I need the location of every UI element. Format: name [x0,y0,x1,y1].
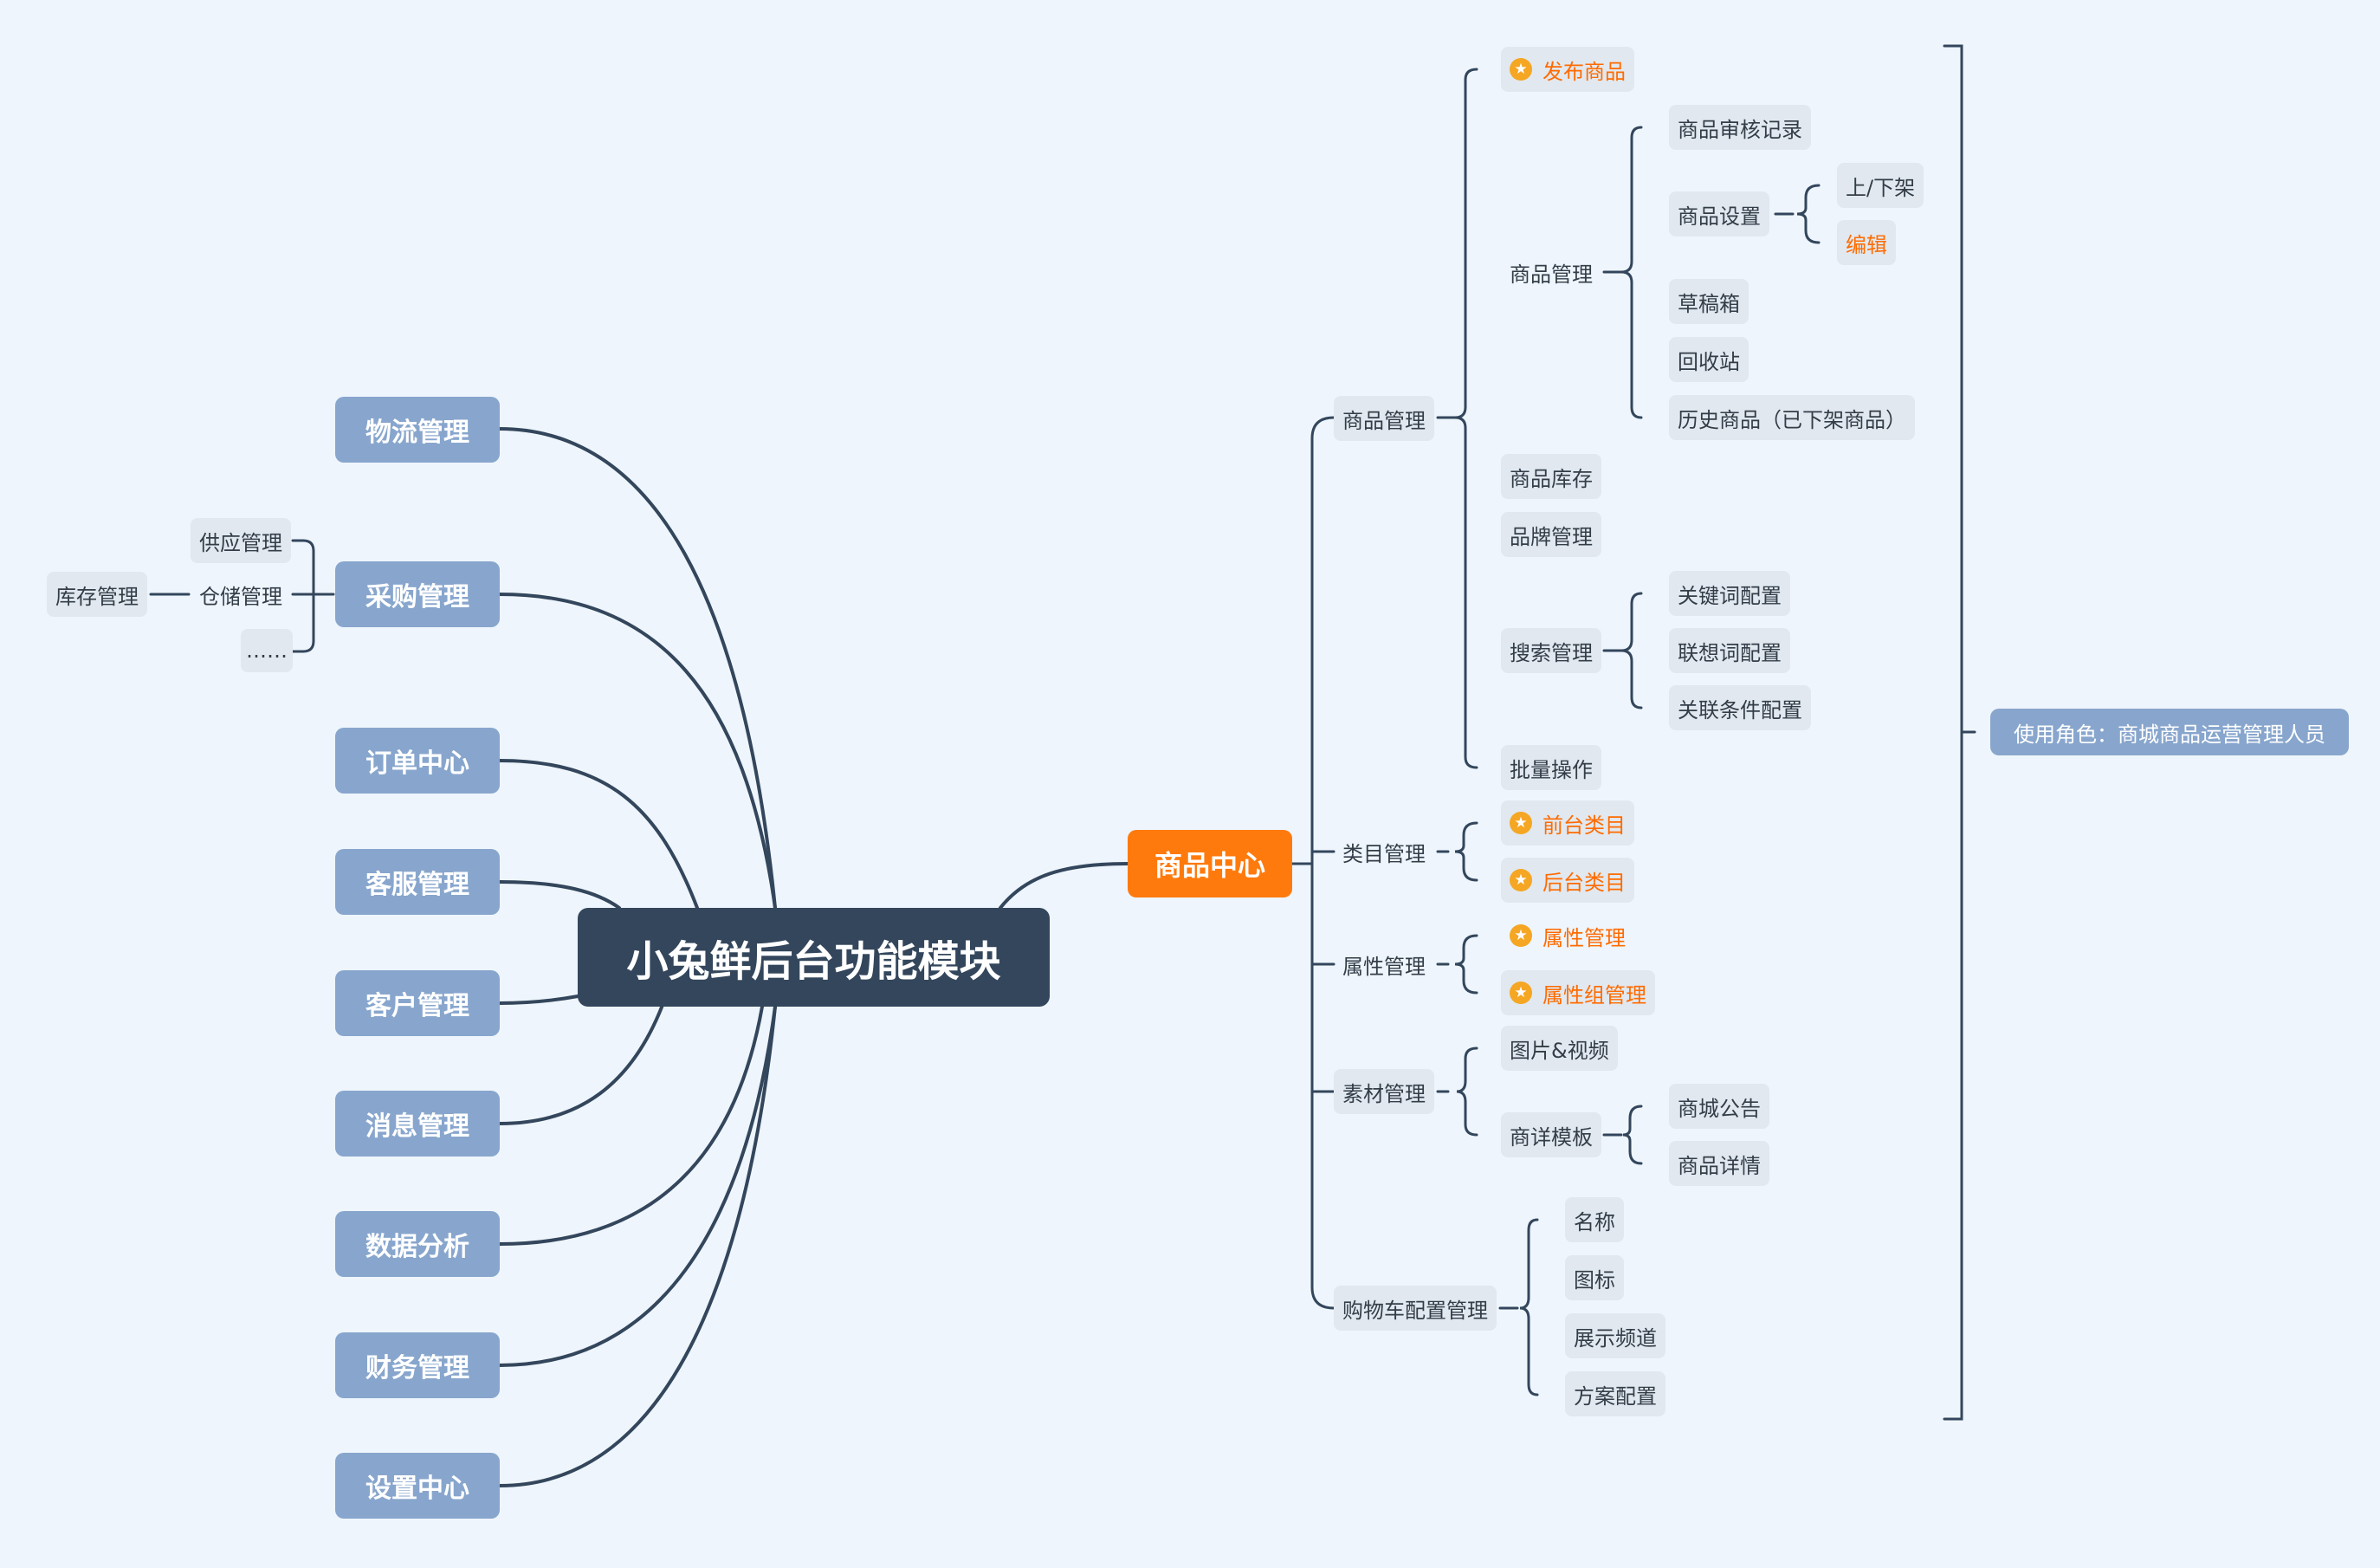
node-goods-settings[interactable]: 商品设置 [1669,191,1769,236]
node-media[interactable]: 图片&视频 [1501,1026,1618,1071]
node-warehouse-mgmt[interactable]: 仓储管理 [199,584,282,609]
star-icon: ★ [1510,982,1532,1004]
node-drafts[interactable]: 草稿箱 [1669,279,1749,324]
module-data-analysis[interactable]: 数据分析 [335,1211,500,1277]
node-front-category[interactable]: ★ 前台类目 [1501,800,1634,846]
label-front-category: 前台类目 [1542,813,1626,838]
node-condition-config[interactable]: 关联条件配置 [1669,685,1811,730]
module-customer[interactable]: 客户管理 [335,970,500,1036]
star-icon: ★ [1510,924,1532,947]
label-back-category: 后台类目 [1542,870,1626,895]
node-search-mgmt[interactable]: 搜索管理 [1501,628,1601,673]
node-material-mgmt[interactable]: 素材管理 [1334,1069,1434,1114]
node-cart-channel[interactable]: 展示频道 [1565,1313,1665,1358]
node-cart-name[interactable]: 名称 [1565,1197,1624,1242]
node-supply-mgmt[interactable]: 供应管理 [191,518,291,563]
label-attr-group: 属性组管理 [1542,982,1646,1008]
node-shelf-toggle[interactable]: 上/下架 [1837,163,1924,208]
node-category-mgmt[interactable]: 类目管理 [1342,841,1426,866]
node-keyword-config[interactable]: 关键词配置 [1669,571,1790,616]
node-back-category[interactable]: ★ 后台类目 [1501,858,1634,903]
node-edit[interactable]: 编辑 [1837,220,1896,265]
star-icon: ★ [1510,812,1532,834]
node-detail-template[interactable]: 商详模板 [1501,1112,1601,1157]
node-cart-plan[interactable]: 方案配置 [1565,1371,1665,1416]
root-node[interactable]: 小兔鲜后台功能模块 [578,908,1050,1007]
node-goods-inventory[interactable]: 商品库存 [1501,454,1601,499]
node-cart-config[interactable]: 购物车配置管理 [1334,1286,1497,1331]
role-note[interactable]: 使用角色：商城商品运营管理人员 [1990,709,2349,755]
label-attr: 属性管理 [1542,925,1626,950]
node-goods-mgmt[interactable]: 商品管理 [1334,396,1434,441]
node-cart-icon[interactable]: 图标 [1565,1255,1624,1300]
node-goods-detail[interactable]: 商品详情 [1669,1141,1769,1186]
node-attribute-mgmt[interactable]: 属性管理 [1342,954,1426,979]
node-publish-goods[interactable]: ★ 发布商品 [1501,47,1634,92]
star-icon: ★ [1510,58,1532,81]
module-message[interactable]: 消息管理 [335,1091,500,1157]
node-sub-goods-mgmt[interactable]: 商品管理 [1510,262,1593,287]
module-finance[interactable]: 财务管理 [335,1332,500,1398]
node-brand-mgmt[interactable]: 品牌管理 [1501,512,1601,557]
module-purchase[interactable]: 采购管理 [335,561,500,627]
module-customer-service[interactable]: 客服管理 [335,849,500,915]
node-batch-ops[interactable]: 批量操作 [1501,745,1601,790]
node-audit-records[interactable]: 商品审核记录 [1669,105,1811,150]
center-goods-hub[interactable]: 商品中心 [1128,830,1292,897]
label-publish-goods: 发布商品 [1542,59,1626,84]
node-recycle-bin[interactable]: 回收站 [1669,337,1749,382]
node-attr[interactable]: ★ 属性管理 [1501,913,1634,958]
module-settings[interactable]: 设置中心 [335,1453,500,1519]
star-icon: ★ [1510,869,1532,891]
node-attr-group[interactable]: ★ 属性组管理 [1501,970,1655,1015]
node-history-goods[interactable]: 历史商品（已下架商品） [1669,395,1915,440]
node-inventory-mgmt[interactable]: 库存管理 [47,572,147,617]
node-suggest-config[interactable]: 联想词配置 [1669,628,1790,673]
module-logistics[interactable]: 物流管理 [335,397,500,463]
node-mall-notice[interactable]: 商城公告 [1669,1084,1769,1129]
module-order-center[interactable]: 订单中心 [335,728,500,794]
node-more[interactable]: …… [241,629,293,672]
